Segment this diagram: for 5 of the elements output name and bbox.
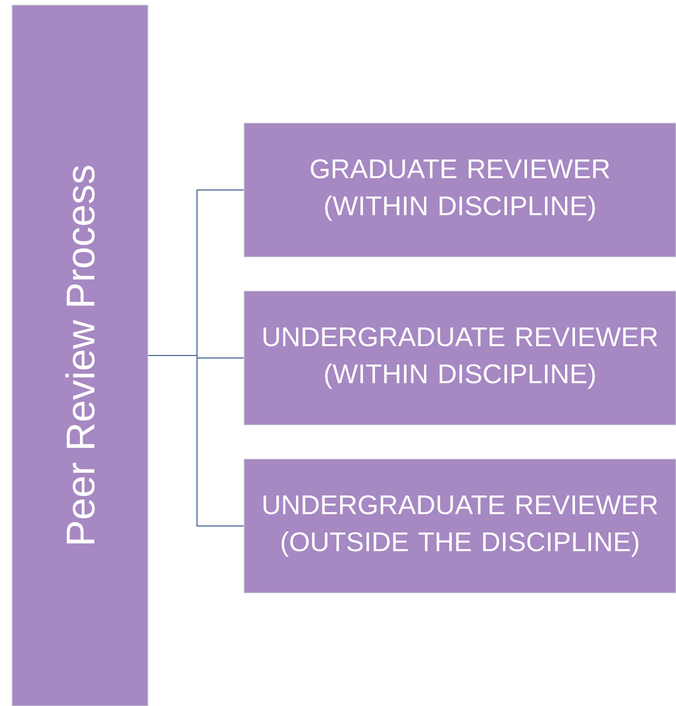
reviewer-box: UNDERGRADUATE REVIEWER (OUTSIDE THE DISCIPLINE) [244, 458, 676, 594]
reviewer-box: UNDERGRADUATE REVIEWER (WITHIN DISCIPLINE) [244, 290, 676, 426]
connector [148, 355, 244, 526]
vertical-title-box: Peer Review Process [12, 4, 148, 706]
reviewer-box: GRADUATE REVIEWER (WITHIN DISCIPLINE) [244, 122, 676, 258]
